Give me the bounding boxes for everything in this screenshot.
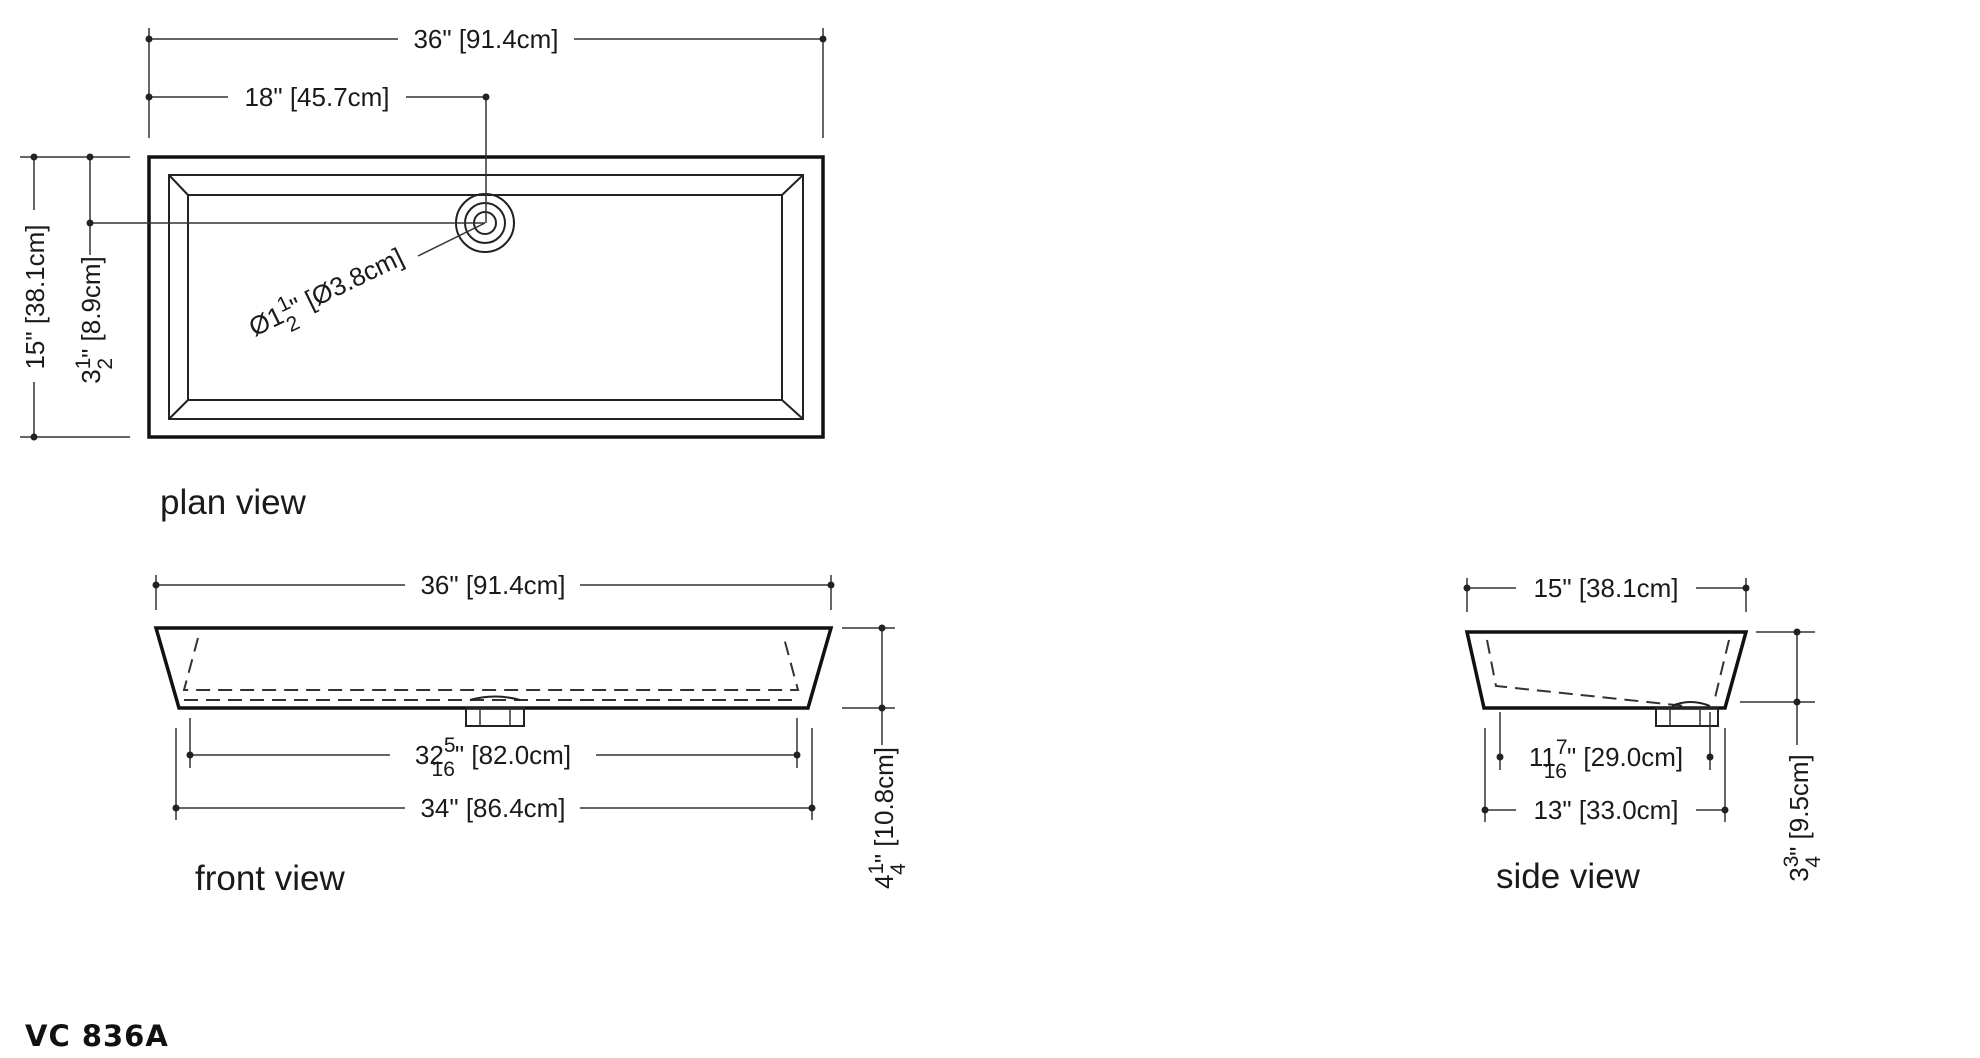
svg-text:334" [9.5cm]: 334" [9.5cm] xyxy=(1780,754,1825,882)
side-view-label: side view xyxy=(1496,857,1641,896)
front-top-length-label: 36" [91.4cm] xyxy=(420,570,565,600)
side-bottom-width-label: 13" [33.0cm] xyxy=(1533,795,1678,825)
plan-length-label: 36" [91.4cm] xyxy=(413,24,558,54)
plan-drain-diameter-label: Ø112" [Ø3.8cm] xyxy=(242,238,413,352)
side-outline xyxy=(1464,630,1749,710)
plan-view-label: plan view xyxy=(160,483,307,522)
plan-drain-back-label: 312" [8.9cm] xyxy=(72,256,117,384)
front-height-label: 414" [10.8cm] xyxy=(865,747,910,889)
plan-view: 36" [91.4cm] 18" [45.7cm] 15" [38.1cm] 3… xyxy=(20,24,827,522)
svg-text:414" [10.8cm]: 414" [10.8cm] xyxy=(865,747,910,889)
plan-drain-offset-label: 18" [45.7cm] xyxy=(244,82,389,112)
model-code: VC 836A xyxy=(25,1019,169,1053)
svg-text:Ø112" [Ø3.8cm]: Ø112" [Ø3.8cm] xyxy=(242,238,413,352)
front-drain-tail xyxy=(465,707,525,727)
front-outline xyxy=(153,626,834,710)
svg-text:312" [8.9cm]: 312" [8.9cm] xyxy=(72,256,117,384)
front-bottom-length-label: 34" [86.4cm] xyxy=(420,793,565,823)
side-drain-tail xyxy=(1655,707,1719,727)
side-height-label: 334" [9.5cm] xyxy=(1780,754,1825,882)
plan-width-label: 15" [38.1cm] xyxy=(20,224,50,369)
front-view-label: front view xyxy=(195,859,345,898)
side-top-width-label: 15" [38.1cm] xyxy=(1533,573,1678,603)
